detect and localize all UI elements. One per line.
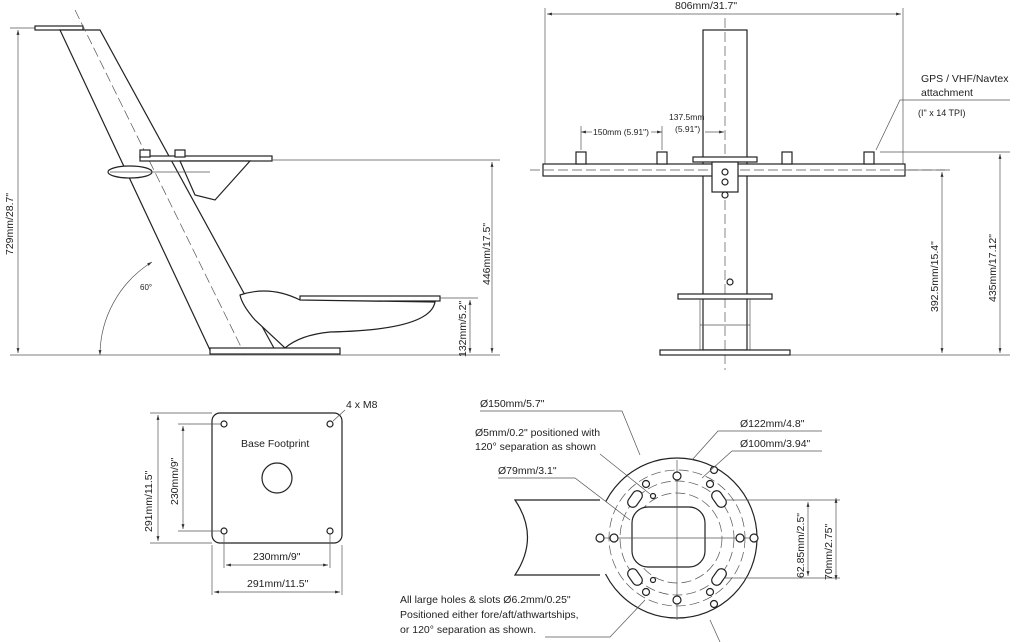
mount-studs	[575, 151, 875, 165]
mounting-holes	[595, 465, 759, 609]
outer-height-label: 291mm/11.5"	[143, 470, 155, 532]
height-bar-label: 392.5mm/15.4"	[929, 241, 941, 312]
radar-plate	[139, 155, 273, 162]
base-plate	[209, 347, 341, 355]
lower-plate	[677, 293, 773, 300]
dia-122-label: Ø122mm/4.8"	[740, 418, 805, 430]
height-radar-plate-label: 446mm/17.5"	[481, 223, 493, 285]
center-hole	[261, 462, 293, 494]
small-holes-label-line1: Ø5mm/0.2" positioned with	[475, 427, 600, 439]
note-line3: or 120° separation as shown.	[400, 624, 536, 636]
side-view: 729mm/28.7" 60° 446mm/17.5" 132mm/5.2"	[4, 9, 500, 357]
bolts-label: 4 x M8	[346, 399, 378, 411]
center-cutout	[631, 506, 706, 568]
dia-79-label: Ø79mm/3.1"	[498, 465, 557, 477]
note-line2: Positioned either fore/aft/athwartships,	[400, 609, 579, 621]
spacing-outer-label: 150mm (5.91")	[593, 127, 649, 137]
note-line1: All large holes & slots Ø6.2mm/0.25"	[400, 594, 571, 606]
base-footprint-view: Base Footprint 4 x M8 291mm/11.5" 230mm/…	[143, 399, 378, 595]
height-total-label: 729mm/28.7"	[4, 193, 16, 255]
inner-width-label: 230mm/9"	[253, 551, 301, 563]
small-holes-label-line2: 120° separation as shown	[475, 441, 596, 453]
dia-outer-label: Ø150mm/5.7"	[480, 398, 545, 410]
mount-plate-view: Ø150mm/5.7" Ø5mm/0.2" positioned with 12…	[400, 398, 840, 642]
spacing-inner-mm-label: 137.5mm	[669, 112, 704, 122]
inner-height-label: 230mm/9"	[169, 457, 181, 505]
attachment-label-line2: attachment	[921, 87, 973, 99]
height-mounts-label: 435mm/17.12"	[987, 234, 999, 302]
front-view: 806mm/31.7" 150mm (5.91") 137.5mm (5.91"…	[530, 0, 1010, 370]
angle-label: 60°	[140, 283, 152, 292]
spacing-inner-in-label: (5.91")	[675, 124, 700, 134]
width-total-label: 806mm/31.7"	[675, 0, 737, 12]
dim-62-label: 62.85mm/2.5"	[795, 513, 807, 578]
dim-70-label: 70mm/2.75"	[823, 523, 835, 580]
footprint-title: Base Footprint	[241, 438, 309, 450]
outer-width-label: 291mm/11.5"	[247, 578, 309, 590]
dia-100-label: Ø100mm/3.94"	[740, 438, 811, 450]
attachment-label-line1: GPS / VHF/Navtex	[921, 73, 1009, 85]
attachment-thread-label: (I" x 14 TPI)	[918, 108, 966, 118]
height-lower-plate-label: 132mm/5.2"	[457, 300, 469, 357]
top-plate	[34, 25, 84, 31]
plate-arm	[513, 499, 600, 576]
front-base-plate	[659, 349, 791, 356]
